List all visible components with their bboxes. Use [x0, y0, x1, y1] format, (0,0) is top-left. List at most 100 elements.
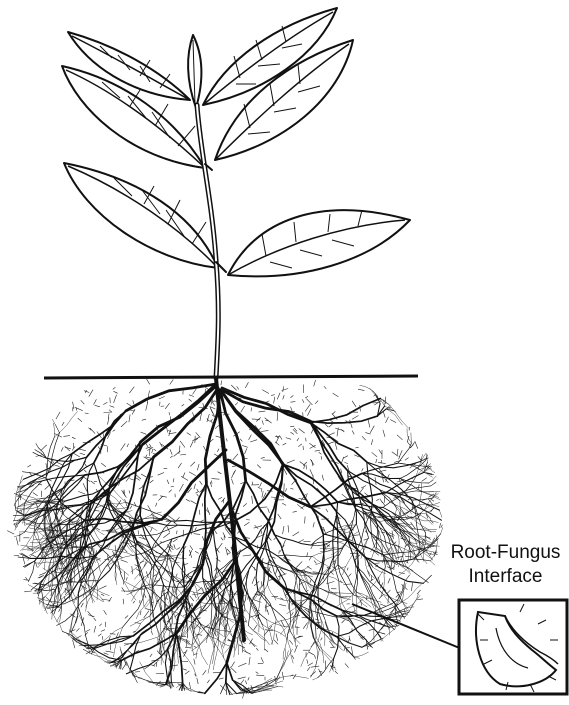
hypha-strand: [333, 393, 339, 397]
hypha-strand: [197, 494, 199, 497]
hypha-strand: [271, 395, 275, 396]
hypha-strand: [129, 491, 130, 494]
hypha-strand: [231, 479, 233, 485]
hypha-strand: [41, 554, 42, 557]
hypha-strand: [110, 398, 111, 404]
hypha-strand: [343, 584, 352, 585]
hypha-strand: [411, 583, 412, 591]
hypha-strand: [150, 480, 154, 483]
hypha-strand: [140, 611, 141, 615]
hypha-strand: [176, 548, 180, 550]
root-branch: [46, 433, 60, 478]
hypha-strand: [190, 462, 195, 466]
hypha-strand: [232, 466, 236, 467]
hypha-strand: [81, 400, 85, 404]
hypha-strand: [405, 575, 410, 581]
hypha-strand: [101, 463, 106, 467]
hypha-strand: [405, 458, 409, 461]
hypha-strand: [98, 634, 101, 637]
hypha-strand: [417, 590, 421, 594]
root-branch: [52, 419, 59, 433]
root-branch: [354, 657, 359, 658]
hypha-strand: [73, 640, 75, 648]
hypha-strand: [101, 630, 105, 632]
hypha-strand: [187, 641, 190, 644]
hypha-strand: [220, 685, 226, 691]
hypha-strand: [121, 443, 126, 450]
root-branch: [398, 443, 411, 463]
hypha-strand: [36, 503, 38, 508]
hypha-strand: [293, 511, 297, 512]
root-branch: [124, 581, 137, 601]
hypha-strand: [396, 594, 399, 598]
hypha-strand: [426, 537, 430, 538]
hypha-strand: [259, 411, 266, 412]
hypha-strand: [282, 389, 289, 391]
hypha-strand: [392, 566, 395, 569]
hypha-strand: [280, 569, 285, 575]
hypha-strand: [397, 435, 403, 440]
hypha-strand: [217, 543, 222, 550]
root-branch: [380, 399, 408, 429]
hypha-strand: [261, 531, 262, 534]
root-branch: [402, 601, 408, 609]
hypha-strand: [418, 484, 419, 489]
hypha-strand: [51, 597, 52, 600]
root-branch: [35, 561, 58, 563]
root-branch: [132, 532, 146, 587]
hypha-strand: [283, 386, 284, 392]
hypha-strand: [388, 578, 390, 583]
hypha-strand: [441, 525, 443, 528]
hypha-strand: [383, 411, 385, 418]
hypha-strand: [114, 391, 118, 393]
hypha-strand: [39, 572, 46, 575]
hypha-strand: [308, 663, 313, 666]
hypha-strand: [245, 448, 247, 454]
root-branch: [97, 554, 116, 582]
root-branch: [192, 500, 230, 586]
hypha-strand: [194, 484, 196, 489]
hypha-strand: [409, 427, 410, 430]
hypha-strand: [88, 548, 92, 549]
root-branch: [227, 663, 233, 680]
hypha-strand: [56, 412, 60, 419]
hypha-strand: [235, 402, 238, 405]
hypha-strand: [207, 680, 209, 683]
hypha-strand: [319, 669, 322, 676]
hypha-strand: [360, 405, 361, 411]
hypha-strand: [287, 460, 295, 463]
hypha-strand: [256, 675, 264, 676]
ground-line: [44, 376, 418, 378]
hypha-strand: [114, 395, 117, 403]
hypha-strand: [130, 506, 132, 509]
hypha-strand: [177, 531, 178, 535]
root-branch: [20, 533, 34, 550]
hypha-strand: [173, 478, 174, 482]
hypha-strand: [293, 429, 298, 434]
hypha-strand: [278, 514, 282, 519]
hypha-strand: [243, 555, 251, 556]
hypha-strand: [243, 650, 251, 654]
hypha-strand: [174, 544, 176, 549]
hypha-strand: [385, 397, 386, 404]
hypha-strand: [240, 439, 242, 442]
hypha-strand: [54, 465, 59, 466]
hypha-strand: [146, 402, 148, 411]
hypha-strand: [179, 446, 180, 454]
hypha-strand: [72, 437, 76, 439]
hypha-strand: [307, 409, 311, 416]
hypha-strand: [110, 634, 116, 635]
hypha-strand: [261, 431, 268, 432]
hypha-strand: [347, 568, 348, 571]
hypha-strand: [307, 566, 312, 569]
hypha-strand: [261, 457, 265, 458]
hypha-strand: [148, 390, 149, 396]
hypha-strand: [94, 399, 97, 404]
hypha-strand: [283, 395, 285, 399]
hypha-strand: [24, 591, 31, 592]
hypha-strand: [36, 455, 44, 457]
hypha-strand: [341, 457, 344, 465]
hypha-strand: [216, 558, 221, 561]
hypha-strand: [230, 667, 236, 673]
hypha-strand: [210, 482, 212, 487]
